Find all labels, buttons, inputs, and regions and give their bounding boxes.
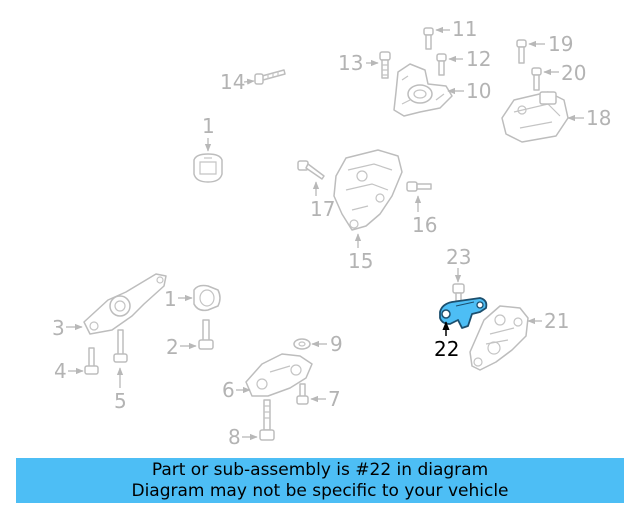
part-21-mount xyxy=(469,305,529,371)
label-9: 9 xyxy=(330,332,343,356)
part-22-bracket-highlighted xyxy=(439,297,488,329)
part-1-bushing-lower xyxy=(193,284,221,312)
label-1-lower: 1 xyxy=(164,287,177,311)
part-19-bolt xyxy=(516,39,527,64)
label-19: 19 xyxy=(548,32,573,56)
part-3-torque-arm xyxy=(83,273,167,335)
label-12: 12 xyxy=(466,47,491,71)
label-18: 18 xyxy=(586,106,611,130)
label-15: 15 xyxy=(348,249,373,273)
part-7-bolt xyxy=(296,383,309,405)
part-4-bolt xyxy=(84,347,99,375)
info-banner: Part or sub-assembly is #22 in diagram D… xyxy=(16,458,624,503)
label-11: 11 xyxy=(452,17,477,41)
label-2: 2 xyxy=(166,335,179,359)
label-1-upper: 1 xyxy=(202,114,215,138)
label-17: 17 xyxy=(310,197,335,221)
label-21: 21 xyxy=(544,309,569,333)
label-4: 4 xyxy=(54,359,67,383)
banner-line-part-info: Part or sub-assembly is #22 in diagram xyxy=(151,460,489,480)
label-22: 22 xyxy=(434,337,459,361)
part-15-bracket xyxy=(333,149,403,231)
part-6-mount xyxy=(245,353,313,397)
part-14-bolt xyxy=(254,69,286,85)
label-3: 3 xyxy=(52,316,65,340)
part-20-bolt xyxy=(531,67,542,91)
label-16: 16 xyxy=(412,213,437,237)
banner-line-disclaimer: Diagram may not be specific to your vehi… xyxy=(131,481,509,501)
part-18-bracket xyxy=(501,91,569,143)
part-9-washer xyxy=(293,338,311,350)
part-13-bolt xyxy=(379,51,391,79)
label-20: 20 xyxy=(561,61,586,85)
label-10: 10 xyxy=(466,79,491,103)
label-13: 13 xyxy=(338,51,363,75)
part-12-bolt xyxy=(436,53,447,76)
label-5: 5 xyxy=(114,389,127,413)
part-2-bolt xyxy=(198,319,214,350)
label-23: 23 xyxy=(446,245,471,269)
label-8: 8 xyxy=(228,425,241,449)
part-1-bushing-upper xyxy=(193,153,223,183)
part-17-bolt xyxy=(297,160,325,180)
part-16-bolt xyxy=(406,181,432,192)
label-14: 14 xyxy=(220,70,245,94)
part-8-bolt xyxy=(259,399,275,441)
label-6: 6 xyxy=(222,378,235,402)
label-7: 7 xyxy=(328,387,341,411)
part-5-bolt xyxy=(113,329,128,363)
part-10-mount xyxy=(393,63,453,117)
part-11-bolt xyxy=(423,27,434,50)
part-23-bolt xyxy=(452,283,465,302)
